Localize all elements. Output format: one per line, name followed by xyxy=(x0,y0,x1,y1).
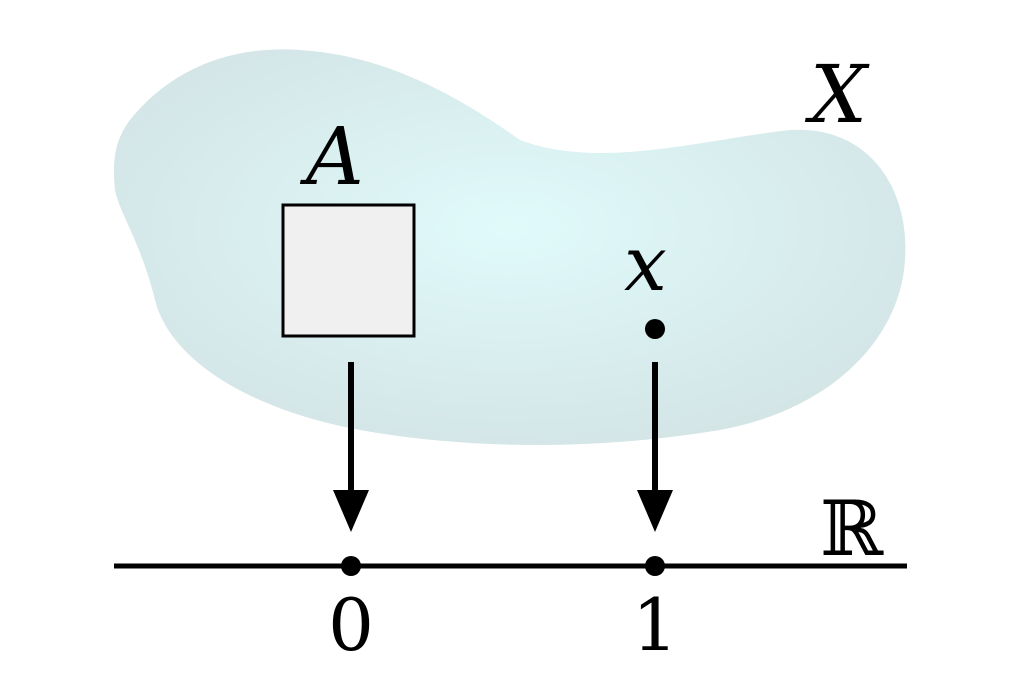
tick-dot-one xyxy=(645,556,665,576)
tick-label-one: 1 xyxy=(632,583,678,667)
arrow-set-to-zero xyxy=(333,362,369,532)
point-dot xyxy=(645,319,665,339)
space-label: X xyxy=(804,48,870,141)
arrow-point-to-one xyxy=(637,362,673,532)
reals-label: ℝ xyxy=(820,484,884,573)
point-label: x xyxy=(624,219,667,308)
space-blob xyxy=(113,49,906,446)
set-label: A xyxy=(299,110,364,203)
set-square xyxy=(281,203,416,338)
tick-label-zero: 0 xyxy=(328,583,374,667)
tick-dot-zero xyxy=(341,556,361,576)
